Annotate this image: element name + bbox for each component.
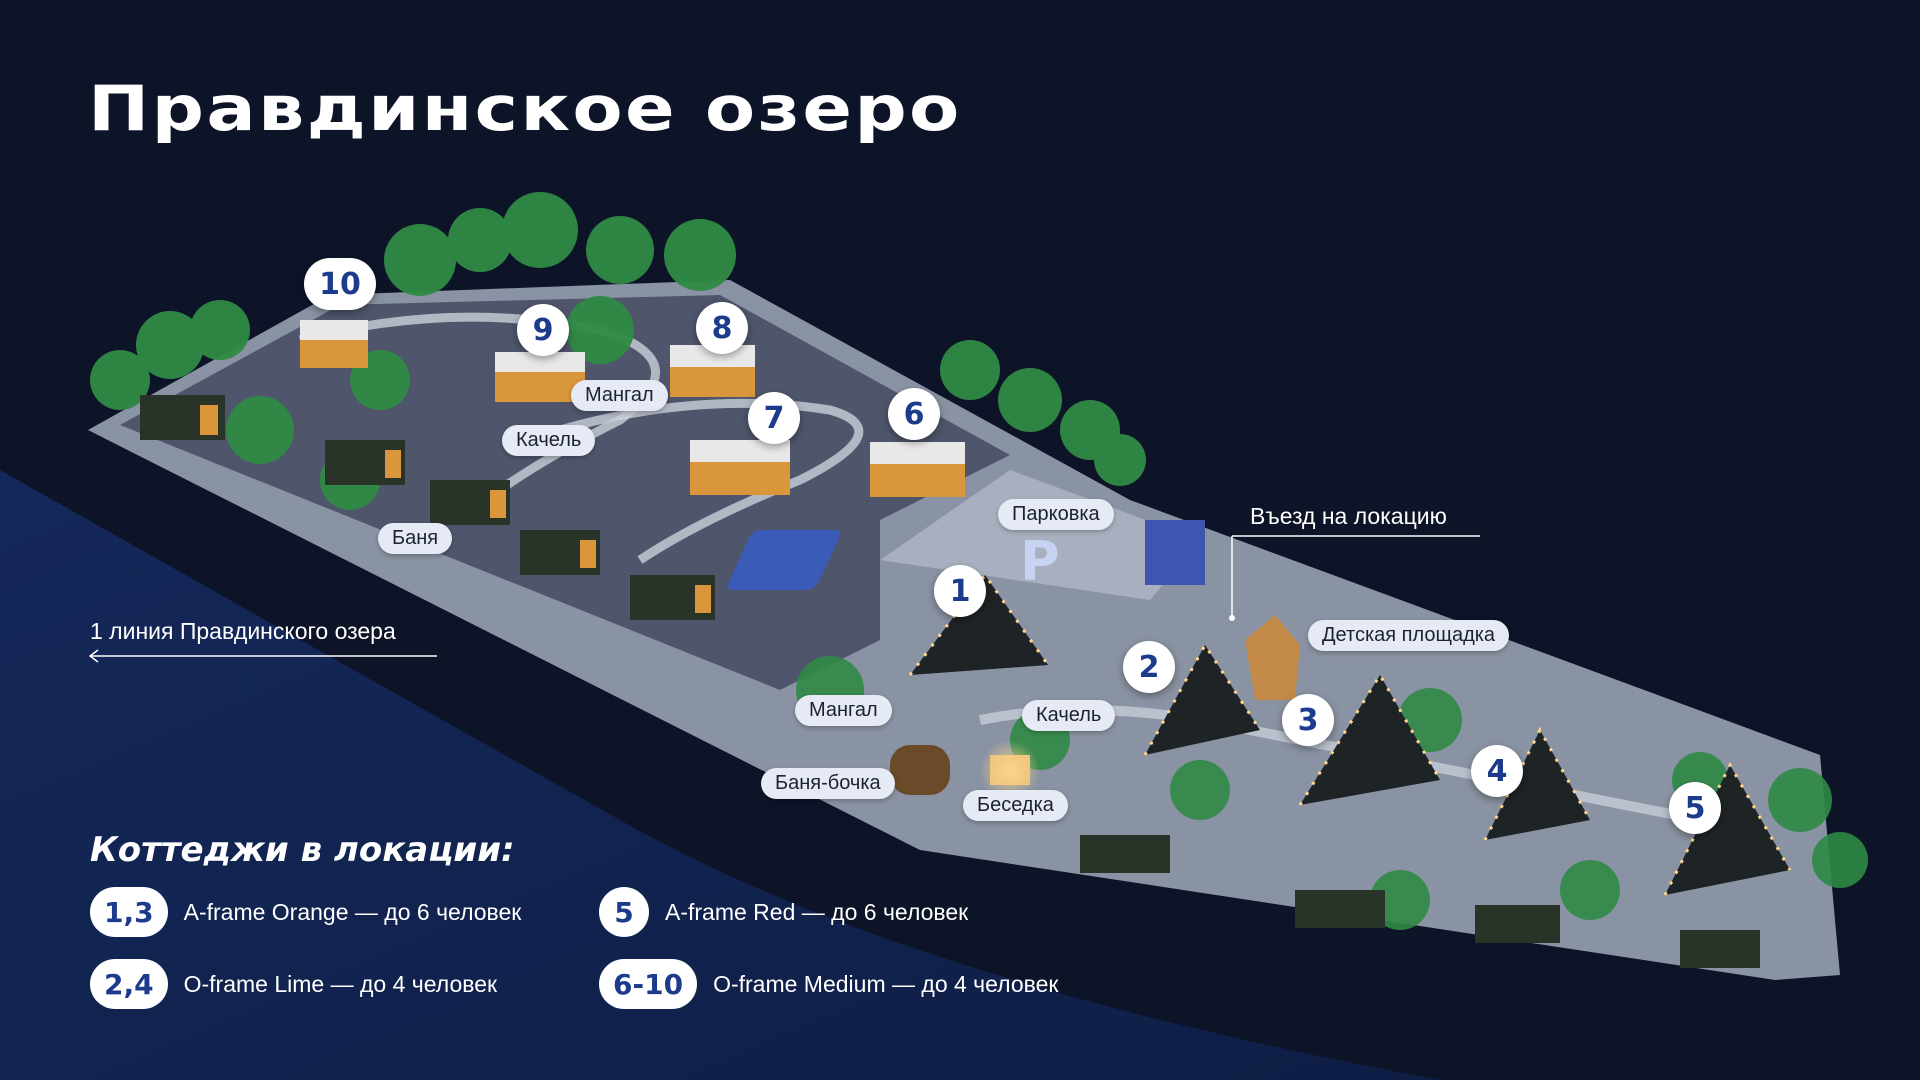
cottage-marker-10[interactable]: 10 bbox=[304, 258, 376, 310]
cottage-marker-4[interactable]: 4 bbox=[1471, 745, 1523, 797]
cottage-marker-9[interactable]: 9 bbox=[517, 304, 569, 356]
legend-text: O-frame Lime — до 4 человек bbox=[183, 970, 498, 997]
cottage-marker-7[interactable]: 7 bbox=[748, 392, 800, 444]
a-frame-lights bbox=[908, 572, 1792, 896]
page-title: Правдинское озеро bbox=[88, 72, 962, 145]
mangal-label-top: Мангал bbox=[571, 380, 668, 411]
plot-area bbox=[120, 295, 1010, 690]
lake-line-label: 1 линия Правдинского озера bbox=[90, 618, 396, 644]
barrel-sauna-shape bbox=[890, 745, 950, 795]
legend-text: A-frame Orange — до 6 человек bbox=[183, 898, 522, 925]
barrel-banya-label: Баня-бочка bbox=[761, 768, 895, 799]
legend-text: O-frame Medium — до 4 человек bbox=[713, 970, 1059, 997]
gazebo-label: Беседка bbox=[963, 790, 1068, 821]
tree-group-top bbox=[90, 192, 1146, 510]
mangal-label-bottom: Мангал bbox=[795, 695, 892, 726]
cottage-marker-3[interactable]: 3 bbox=[1282, 694, 1334, 746]
legend-item: 5 A-frame Red — до 6 человек bbox=[599, 887, 968, 937]
parking-sign bbox=[727, 530, 840, 590]
playground-label: Детская площадка bbox=[1308, 620, 1510, 651]
legend-badge: 2,4 bbox=[90, 959, 168, 1009]
cottage-marker-1[interactable]: 1 bbox=[934, 565, 986, 617]
parking-letter: P bbox=[1020, 530, 1060, 593]
swing-label-top: Качель bbox=[502, 425, 596, 456]
arrow-head-icon bbox=[88, 649, 99, 663]
a-frame-cabins bbox=[910, 575, 1790, 895]
entry-label: Въезд на локацию bbox=[1250, 503, 1447, 529]
cottage-marker-8[interactable]: 8 bbox=[696, 302, 748, 354]
tree-group-bottom bbox=[796, 656, 1868, 930]
parking-label: Парковка bbox=[998, 499, 1114, 530]
legend-text: A-frame Red — до 6 человек bbox=[665, 898, 969, 925]
banya-label: Баня bbox=[378, 523, 453, 554]
sauna-windows bbox=[200, 405, 711, 613]
legend-badge: 6-10 bbox=[599, 959, 698, 1009]
legend-item: 2,4 O-frame Lime — до 4 человек bbox=[90, 959, 497, 1009]
cottage-marker-6[interactable]: 6 bbox=[888, 388, 940, 440]
swing-label-bottom: Качель bbox=[1022, 700, 1116, 731]
cottage-marker-5[interactable]: 5 bbox=[1669, 782, 1721, 834]
legend-badge: 1,3 bbox=[90, 887, 168, 937]
legend-title: Коттеджи в локации: bbox=[90, 830, 515, 870]
o-frame-cabins bbox=[300, 320, 965, 497]
legend-item: 6-10 O-frame Medium — до 4 человек bbox=[599, 959, 1058, 1009]
legend-badge: 5 bbox=[599, 887, 649, 937]
background-sweep bbox=[0, 470, 1440, 1080]
container-box bbox=[1145, 520, 1205, 585]
legend-item: 1,3 A-frame Orange — до 6 человек bbox=[90, 887, 521, 937]
cottage-marker-2[interactable]: 2 bbox=[1123, 641, 1175, 693]
playground-shape bbox=[1245, 615, 1300, 700]
